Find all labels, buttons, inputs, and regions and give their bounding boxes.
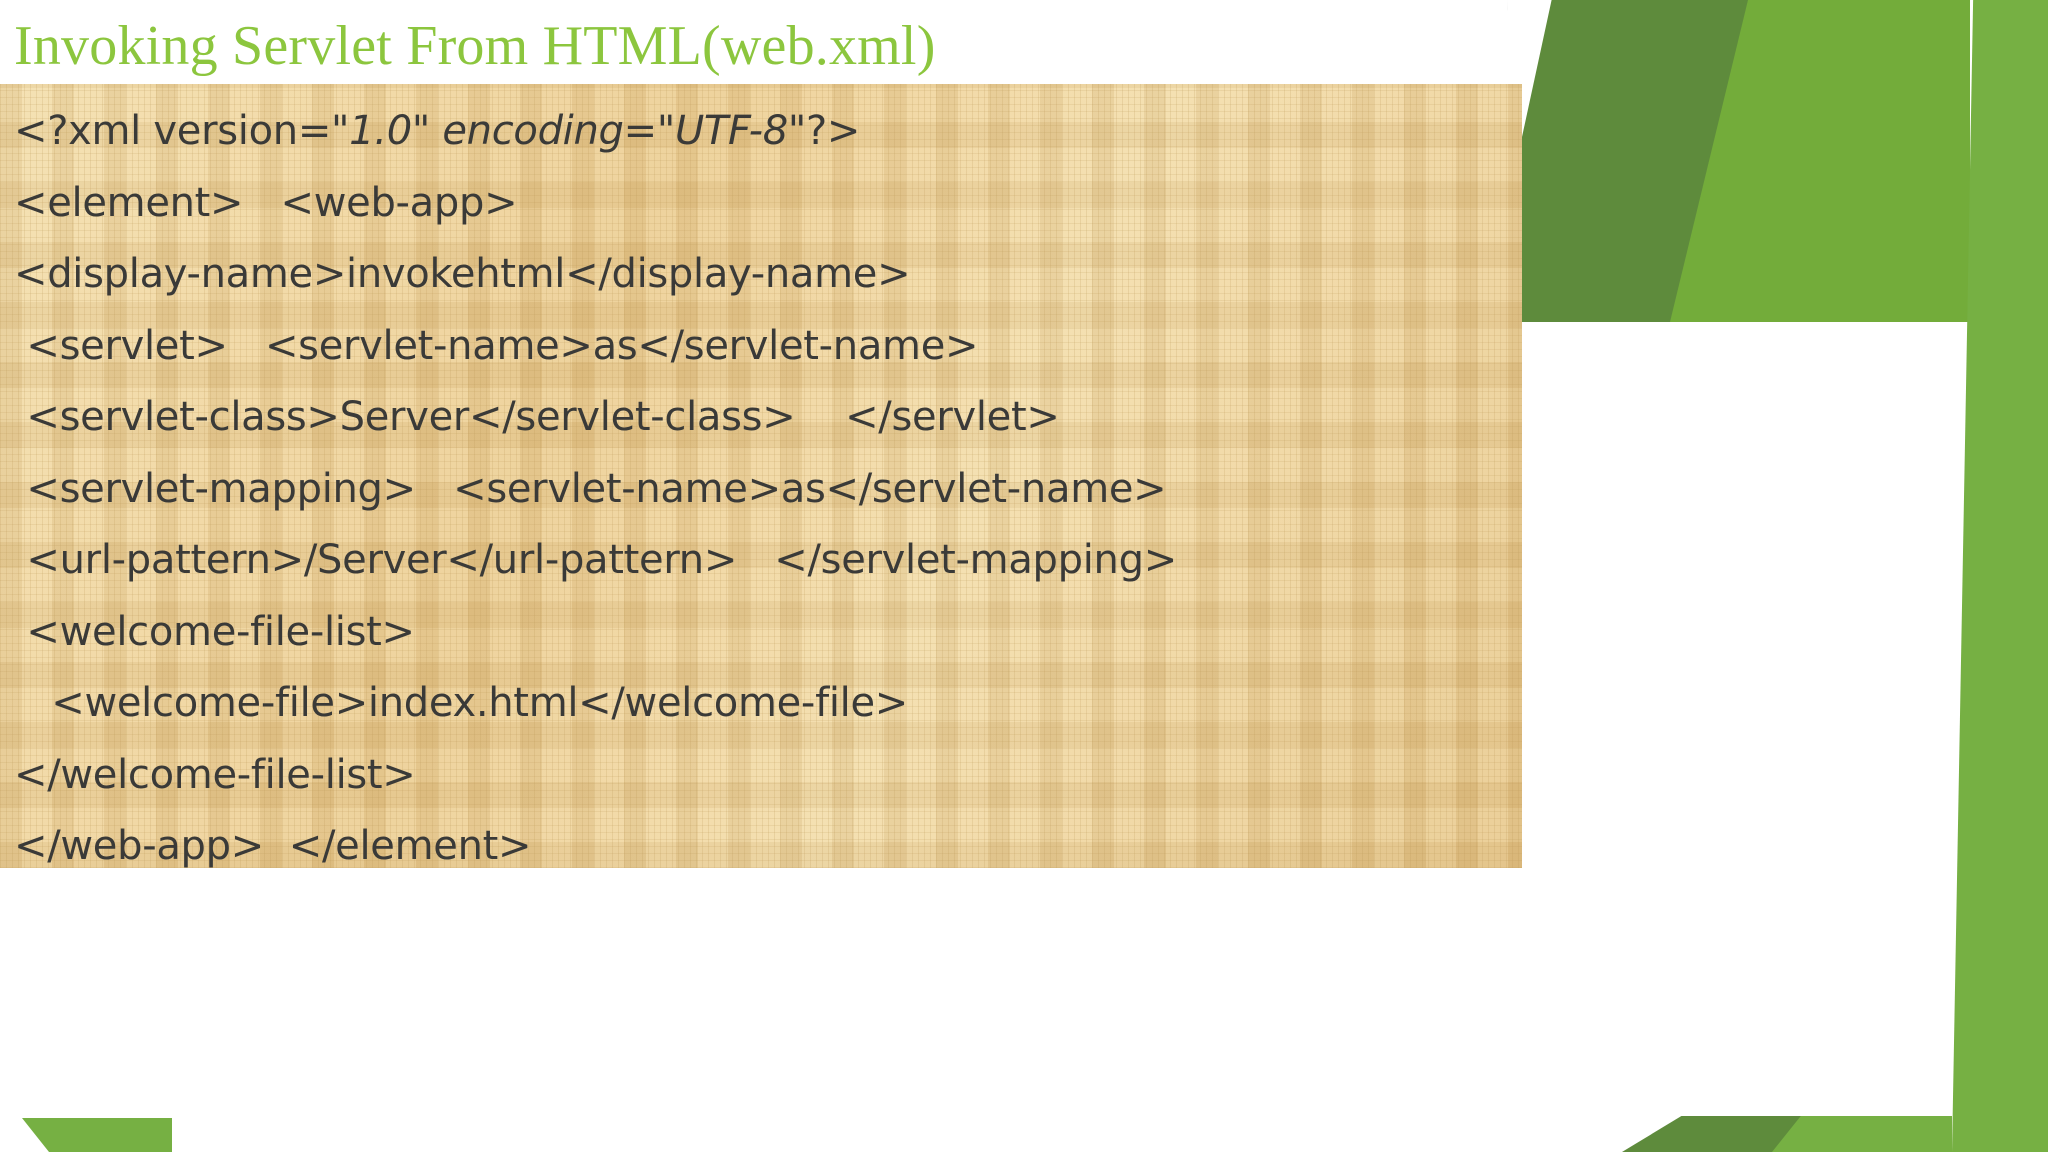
code-segment: "1.0" encoding="UTF-8"	[331, 108, 806, 154]
code-segment: <url-pattern>/Server</url-pattern> </ser…	[14, 537, 1177, 583]
code-content-panel: <?xml version="1.0" encoding="UTF-8"?> <e…	[0, 84, 1522, 868]
line-element-webapp: <element> <web-app>	[14, 168, 1512, 240]
code-segment: <servlet-mapping> <servlet-name>as</serv…	[14, 465, 1167, 512]
line-servlet-mapping: <servlet-mapping> <servlet-name>as</serv…	[14, 454, 1512, 526]
code-segment: <servlet> <servlet-name>as</servlet-name…	[14, 322, 979, 369]
code-segment: <element> <web-app>	[14, 179, 518, 226]
decorative-green-tab-bottom-left	[22, 1118, 172, 1152]
xml-code-block: <?xml version="1.0" encoding="UTF-8"?> <e…	[14, 96, 1512, 868]
code-segment: ?>	[805, 108, 861, 154]
line-welcome-file-list-open: <welcome-file-list>	[14, 597, 1512, 669]
line-servlet-class: <servlet-class>Server</servlet-class> </…	[14, 382, 1512, 454]
line-webapp-element-close: </web-app> </element>	[14, 811, 1512, 868]
line-url-pattern: <url-pattern>/Server</url-pattern> </ser…	[14, 525, 1512, 597]
slide-title: Invoking Servlet From HTML(web.xml)	[14, 15, 936, 77]
line-servlet-name: <servlet> <servlet-name>as</servlet-name…	[14, 311, 1512, 383]
code-segment: <?xml version=	[14, 108, 332, 154]
code-segment: <display-name>invokehtml</display-name>	[14, 251, 911, 297]
code-segment: </web-app> </element>	[14, 823, 532, 868]
line-display-name: <display-name>invokehtml</display-name>	[14, 239, 1512, 311]
code-segment: <servlet-class>Server</servlet-class> </…	[14, 394, 1060, 440]
code-segment: </welcome-file-list>	[14, 751, 416, 798]
code-segment: <welcome-file-list>	[14, 608, 415, 655]
code-segment: <welcome-file>index.html</welcome-file>	[14, 680, 909, 726]
line-xml-declaration: <?xml version="1.0" encoding="UTF-8"?>	[14, 96, 1512, 168]
line-welcome-file: <welcome-file>index.html</welcome-file>	[14, 668, 1512, 740]
decorative-green-wedge-bottom-light	[1772, 1116, 1952, 1152]
line-welcome-file-list-close: </welcome-file-list>	[14, 740, 1512, 812]
